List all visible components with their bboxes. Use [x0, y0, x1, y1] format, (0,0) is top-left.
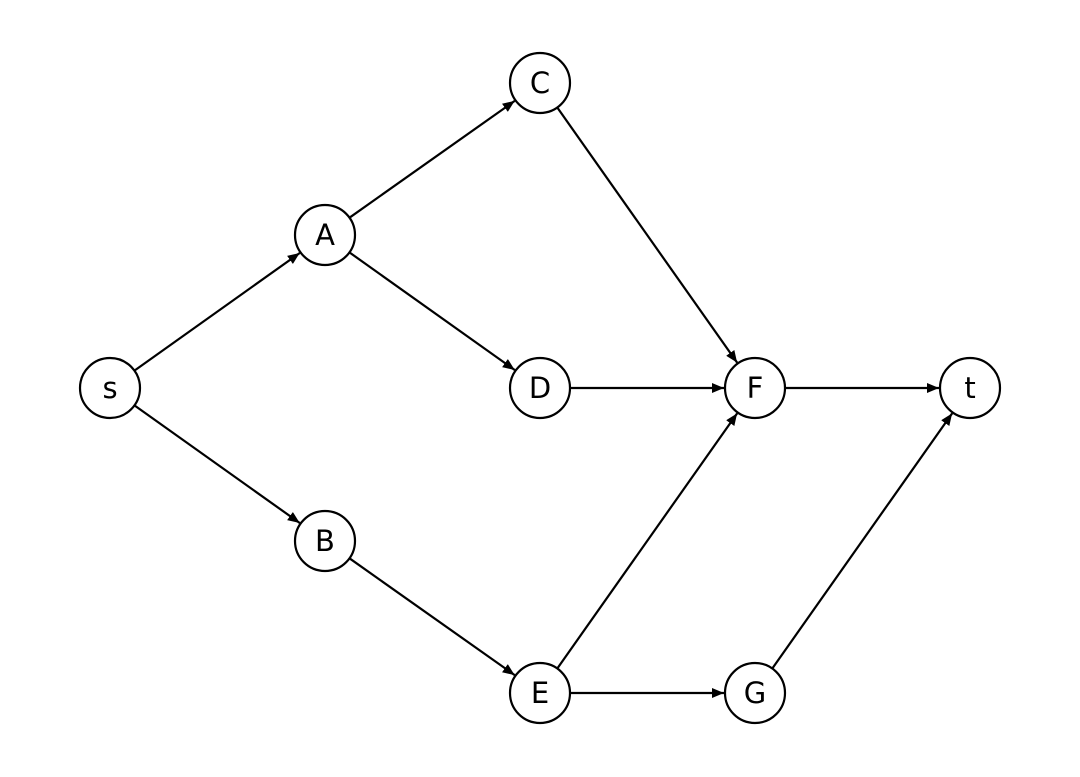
edge-C-to-F	[556, 106, 739, 364]
edge-A-to-C	[348, 99, 516, 219]
node-label: B	[315, 524, 335, 558]
edge-G-to-t	[771, 412, 954, 670]
node-label: t	[964, 371, 975, 405]
node-circle	[293, 509, 357, 573]
edge-B-to-E	[348, 557, 516, 677]
node-s: s	[78, 356, 142, 420]
node-label: s	[102, 371, 117, 405]
edge-A-to-D	[348, 251, 516, 371]
node-label: E	[531, 676, 549, 710]
node-circle	[508, 661, 572, 725]
node-circle	[508, 51, 572, 115]
edge-s-to-A	[133, 252, 301, 372]
node-label: A	[315, 218, 335, 252]
node-circle	[723, 661, 787, 725]
node-circle	[78, 356, 142, 420]
node-E: E	[508, 661, 572, 725]
node-circle	[508, 356, 572, 420]
edge-s-to-B	[133, 404, 301, 524]
node-B: B	[293, 509, 357, 573]
node-label: F	[747, 371, 764, 405]
edges-layer	[133, 99, 954, 698]
node-circle	[293, 203, 357, 267]
node-circle	[723, 356, 787, 420]
node-F: F	[723, 356, 787, 420]
node-C: C	[508, 51, 572, 115]
node-label: G	[744, 676, 766, 710]
node-label: C	[530, 66, 550, 100]
node-D: D	[508, 356, 572, 420]
node-circle	[938, 356, 1002, 420]
node-t: t	[938, 356, 1002, 420]
edge-E-to-F	[556, 412, 739, 670]
node-A: A	[293, 203, 357, 267]
node-label: D	[529, 371, 551, 405]
node-G: G	[723, 661, 787, 725]
nodes-layer: s A B C D E F Gt	[78, 51, 1002, 725]
